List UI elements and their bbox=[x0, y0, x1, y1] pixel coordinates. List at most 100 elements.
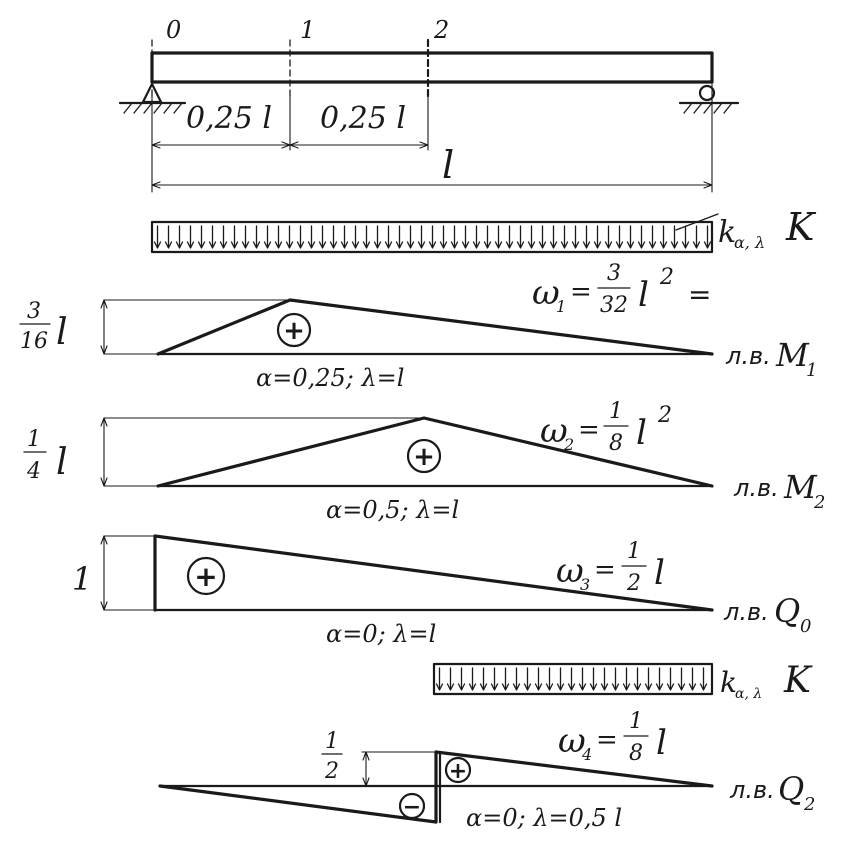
load-arrow-head bbox=[362, 241, 371, 249]
load-label-k-bottom: k bbox=[720, 666, 737, 699]
load-arrow-head bbox=[593, 241, 602, 249]
area-num-M1: 3 bbox=[607, 261, 621, 286]
load-arrow-head bbox=[494, 241, 503, 249]
section-label-2: 2 bbox=[433, 16, 449, 44]
area-lhs-Q2: ω bbox=[558, 721, 586, 761]
load-rect-top bbox=[150, 220, 714, 254]
load-arrow-head bbox=[285, 241, 294, 249]
load-arrow-head bbox=[373, 241, 382, 249]
area-num-Q2: 1 bbox=[629, 709, 643, 734]
load-label-sub-top: α, λ bbox=[734, 233, 765, 252]
load-label-k-top: k bbox=[718, 215, 736, 250]
ordinate-var-M1: l bbox=[56, 312, 68, 353]
load-label-K-bottom: K bbox=[783, 660, 813, 701]
load-arrow-head bbox=[479, 683, 488, 691]
distributed-load-top: k α, λ K bbox=[150, 205, 817, 254]
area-sub-Q0: 3 bbox=[580, 575, 590, 594]
load-arrow-head bbox=[501, 683, 510, 691]
load-arrow-head bbox=[446, 683, 455, 691]
sign-M1: + bbox=[283, 316, 305, 346]
ordinate-den-Q2: 2 bbox=[324, 759, 339, 784]
load-arrow-head bbox=[688, 683, 697, 691]
area-tail-M1: = bbox=[688, 278, 711, 311]
sign-M2: + bbox=[413, 442, 435, 472]
area-eq-M2: = bbox=[578, 415, 600, 445]
dim-label-span: l bbox=[442, 143, 454, 187]
load-arrow-head bbox=[395, 241, 404, 249]
sign-Q0: + bbox=[194, 560, 217, 593]
load-arrow-head bbox=[677, 683, 686, 691]
load-arrow-head bbox=[538, 241, 547, 249]
load-arrow-head bbox=[637, 241, 646, 249]
line-name-M1: л.в. bbox=[725, 342, 771, 370]
area-eq-Q2: = bbox=[596, 725, 618, 755]
area-den-Q0: 2 bbox=[626, 571, 641, 596]
area-eq-M1: = bbox=[570, 277, 592, 307]
load-arrow-head bbox=[644, 683, 653, 691]
load-arrows-bottom bbox=[435, 667, 708, 691]
line-var-Q2: Q bbox=[778, 770, 804, 808]
line-sub-M2: 2 bbox=[813, 492, 825, 513]
load-arrow-head bbox=[461, 241, 470, 249]
load-arrow-head bbox=[523, 683, 532, 691]
params-M2: α=0,5; λ=l bbox=[326, 496, 459, 524]
load-arrow-head bbox=[406, 241, 415, 249]
sign-neg-Q2: − bbox=[403, 795, 421, 820]
line-name-Q0: л.в. bbox=[723, 598, 769, 626]
load-arrow-head bbox=[600, 683, 609, 691]
load-arrow-head bbox=[307, 241, 316, 249]
load-label-sub-bottom: α, λ bbox=[735, 686, 762, 702]
distributed-load-bottom: k α, λ K bbox=[432, 660, 813, 702]
area-lhs-M2: ω bbox=[540, 411, 568, 451]
load-arrow-head bbox=[241, 241, 250, 249]
influence-line-M1: 3 16 l + α=0,25; λ=l ω 1 = 3 32 l 2 = л.… bbox=[19, 261, 817, 392]
load-arrow-head bbox=[417, 241, 426, 249]
area-lhs-M1: ω bbox=[532, 273, 560, 313]
params-M1: α=0,25; λ=l bbox=[256, 364, 404, 392]
load-arrow-head bbox=[472, 241, 481, 249]
area-pow-M2: 2 bbox=[657, 403, 672, 428]
curve-Q2 bbox=[158, 750, 714, 824]
load-arrow-head bbox=[153, 241, 162, 249]
section-label-1: 1 bbox=[300, 16, 315, 44]
sign-circle-M2 bbox=[406, 438, 442, 474]
sign-circle-Q0 bbox=[186, 556, 226, 596]
ordinate-Q0: 1 bbox=[72, 560, 92, 598]
roller-circle bbox=[698, 84, 716, 102]
curve-M1 bbox=[156, 298, 714, 356]
ordinate-var-M2: l bbox=[56, 442, 68, 483]
load-arrow-head bbox=[351, 241, 360, 249]
load-arrow-head bbox=[626, 241, 635, 249]
load-arrow-head bbox=[622, 683, 631, 691]
load-arrow-head bbox=[175, 241, 184, 249]
load-arrow-head bbox=[633, 683, 642, 691]
influence-line-Q2: 1 2 + − α=0; λ=0,5 l ω 4 = 1 8 l л.в. Q … bbox=[158, 709, 815, 832]
load-arrow-head bbox=[274, 241, 283, 249]
load-arrow-head bbox=[534, 683, 543, 691]
load-arrow-head bbox=[648, 241, 657, 249]
load-arrow-head bbox=[329, 241, 338, 249]
load-label-K-top: K bbox=[785, 205, 817, 249]
area-var-Q2: l bbox=[656, 723, 667, 763]
beam-dimensions: 0,25 l 0,25 l l bbox=[151, 83, 713, 193]
ordinate-den-M1: 16 bbox=[20, 329, 48, 354]
line-var-Q0: Q bbox=[774, 592, 800, 630]
load-arrow-head bbox=[655, 683, 664, 691]
area-sub-Q2: 4 bbox=[581, 745, 592, 764]
load-arrow-head bbox=[545, 683, 554, 691]
area-lhs-Q0: ω bbox=[556, 551, 584, 591]
load-arrow-head bbox=[435, 683, 444, 691]
load-arrow-head bbox=[468, 683, 477, 691]
params-Q2: α=0; λ=0,5 l bbox=[466, 804, 622, 832]
load-arrow-head bbox=[208, 241, 217, 249]
influence-line-Q0: 1 + α=0; λ=l ω 3 = 1 2 l л.в. Q 0 bbox=[72, 534, 811, 648]
load-arrow-head bbox=[384, 241, 393, 249]
area-var-Q0: l bbox=[654, 553, 665, 593]
sign-circle-neg-Q2 bbox=[398, 792, 426, 820]
line-name-M2: л.в. bbox=[733, 474, 779, 502]
area-den-M1: 32 bbox=[600, 293, 628, 318]
load-arrow-head bbox=[578, 683, 587, 691]
area-num-Q0: 1 bbox=[627, 539, 641, 564]
